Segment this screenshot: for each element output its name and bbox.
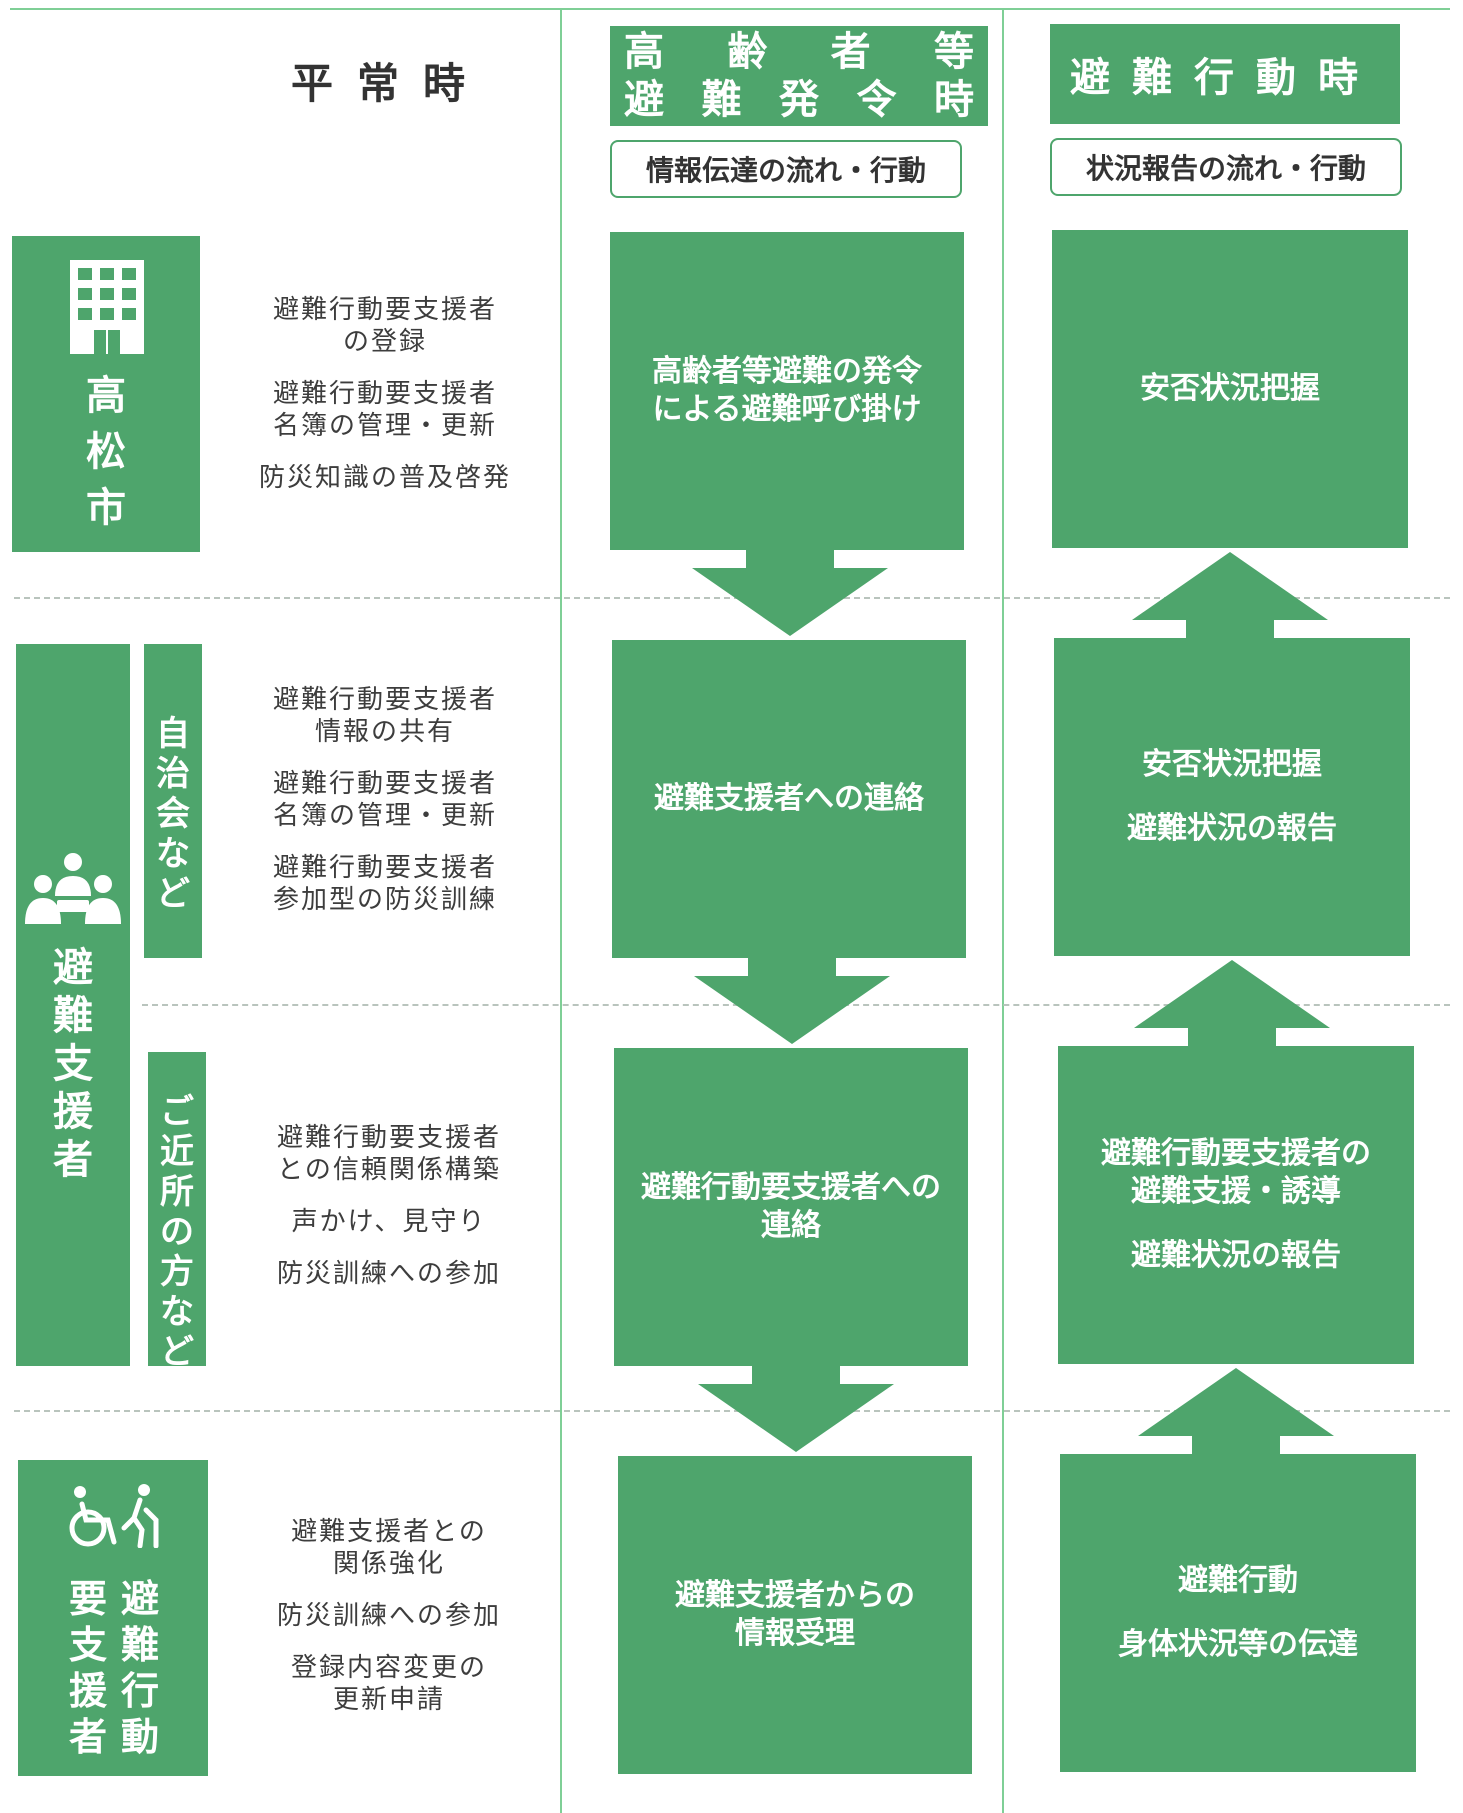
actor-needs-support-char: 避: [120, 1577, 159, 1621]
header-issuance-char: 時: [934, 77, 974, 123]
actor-city-char: 市: [86, 485, 126, 531]
normal-task: 避難行動要支援者 の登録: [272, 295, 497, 357]
info-flow-box: 避難支援者への連絡: [612, 640, 966, 958]
actor-neighbors-char: の: [160, 1212, 194, 1252]
header-issuance-char: 者: [830, 29, 871, 75]
normal-task: 登録内容変更の 更新申請: [290, 1653, 487, 1715]
report-flow-box: 避難行動要支援者の 避難支援・誘導避難状況の報告: [1058, 1046, 1414, 1364]
flow-box-text: 避難状況の報告: [1127, 811, 1337, 846]
info-flow-label: 情報伝達の流れ・行動: [610, 140, 962, 198]
header-issuance-char: 等: [933, 29, 974, 75]
header-issuance-char: 難: [701, 77, 742, 123]
actor-supporters-char: 援: [53, 1089, 93, 1135]
header-issuance-time: 高 齢 者 等 避難発令時: [610, 26, 988, 126]
up-arrow-icon: [1138, 1368, 1334, 1454]
actor-supporters-char: 者: [53, 1137, 93, 1183]
actor-city-char: 高: [86, 373, 126, 419]
flow-box-text: 避難行動: [1178, 1563, 1298, 1598]
report-flow-label: 状況報告の流れ・行動: [1050, 138, 1402, 196]
flow-box-text: 避難行動要支援者の 避難支援・誘導: [1101, 1136, 1371, 1209]
actor-needs-support-char: 支: [68, 1623, 107, 1667]
flow-box-text: 避難行動要支援者への 連絡: [641, 1170, 941, 1243]
header-evacuation-time: 避難行動時: [1050, 24, 1400, 124]
actor-needs-support-char: 行: [120, 1669, 159, 1713]
down-arrow-icon: [698, 1366, 894, 1452]
flow-box-text: 避難状況の報告: [1131, 1238, 1341, 1273]
normal-task: 防災訓練への参加: [276, 1259, 501, 1289]
actor-association-char: な: [156, 834, 190, 874]
normal-tasks-city: 避難行動要支援者 の登録避難行動要支援者 名簿の管理・更新防災知識の普及啓発: [240, 294, 530, 514]
up-arrow-icon: [1134, 960, 1330, 1046]
down-arrow-icon: [692, 550, 888, 636]
normal-task: 避難支援者との 関係強化: [291, 1517, 487, 1579]
info-flow-box: 避難支援者からの 情報受理: [618, 1456, 972, 1774]
actor-neighbors-char: な: [160, 1292, 194, 1332]
actor-needs-support-char: 難: [120, 1623, 159, 1667]
report-flow-box: 安否状況把握: [1052, 230, 1408, 548]
header-issuance-char: 発: [779, 77, 819, 123]
info-flow-box: 高齢者等避難の発令 による避難呼び掛け: [610, 232, 964, 550]
actor-association-char: 治: [156, 754, 190, 794]
actor-association-char: ど: [156, 874, 190, 914]
normal-task: 防災知識の普及啓発: [258, 463, 511, 493]
actor-needs-support-char: 者: [68, 1715, 107, 1759]
actor-needs-support: 避難行動 要支援者: [18, 1460, 208, 1776]
actor-supporters: 避難支援者: [16, 644, 130, 1366]
actor-neighbors-char: ど: [160, 1332, 194, 1372]
report-flow-box: 避難行動身体状況等の伝達: [1060, 1454, 1416, 1772]
actor-association-char: 会: [156, 794, 190, 834]
actor-neighbors-char: ご: [160, 1092, 194, 1132]
actor-association: 自治会など: [144, 644, 202, 958]
header-issuance-char: 令: [856, 77, 897, 123]
actor-neighbors-char: 近: [160, 1132, 194, 1172]
actor-needs-support-char: 動: [120, 1715, 159, 1759]
report-flow-box: 安否状況把握避難状況の報告: [1054, 638, 1410, 956]
header-issuance-char: 避: [624, 77, 664, 123]
actor-neighbors: ご近所の方など: [148, 1052, 206, 1372]
up-arrow-icon: [1132, 552, 1328, 638]
header-normal-time: 平常時: [290, 59, 489, 108]
actor-city: 高松市: [12, 236, 200, 552]
info-flow-box: 避難行動要支援者への 連絡: [614, 1048, 968, 1366]
normal-task: 避難行動要支援者 との信頼関係構築: [276, 1123, 501, 1185]
normal-task: 避難行動要支援者 参加型の防災訓練: [272, 853, 497, 915]
actor-neighbors-char: 方: [160, 1252, 194, 1292]
normal-task: 避難行動要支援者 名簿の管理・更新: [272, 769, 497, 831]
down-arrow-icon: [694, 958, 890, 1044]
normal-tasks-neighbors: 避難行動要支援者 との信頼関係構築声かけ、見守り防災訓練への参加: [244, 1122, 534, 1310]
normal-task: 声かけ、見守り: [291, 1207, 487, 1237]
normal-tasks-association: 避難行動要支援者 情報の共有避難行動要支援者 名簿の管理・更新避難行動要支援者 …: [240, 684, 530, 936]
header-issuance-char: 高: [624, 29, 664, 75]
actor-supporters-char: 支: [53, 1041, 93, 1087]
actor-needs-support-char: 要: [68, 1577, 107, 1621]
actor-supporters-char: 難: [53, 993, 93, 1039]
flow-box-text: 高齢者等避難の発令 による避難呼び掛け: [652, 354, 922, 427]
actor-association-char: 自: [156, 714, 190, 754]
actor-supporters-char: 避: [53, 945, 93, 991]
header-issuance-char: 齢: [727, 29, 768, 75]
wheelchair-elderly-icon: [69, 1484, 159, 1548]
actor-city-char: 松: [86, 429, 126, 475]
flow-box-text: 安否状況把握: [1142, 747, 1322, 782]
actor-neighbors-char: 所: [160, 1172, 194, 1212]
people-group-icon: [25, 853, 121, 924]
flow-box-text: 身体状況等の伝達: [1118, 1627, 1358, 1662]
actor-needs-support-char: 援: [68, 1669, 107, 1713]
flow-box-text: 安否状況把握: [1140, 371, 1320, 406]
normal-task: 避難行動要支援者 情報の共有: [272, 685, 497, 747]
normal-task: 防災訓練への参加: [276, 1601, 501, 1631]
building-icon: [70, 260, 144, 354]
flow-box-text: 避難支援者への連絡: [654, 781, 924, 816]
normal-tasks-needs-support: 避難支援者との 関係強化防災訓練への参加登録内容変更の 更新申請: [244, 1516, 534, 1736]
flow-box-text: 避難支援者からの 情報受理: [675, 1578, 915, 1651]
normal-task: 避難行動要支援者 名簿の管理・更新: [272, 379, 497, 441]
